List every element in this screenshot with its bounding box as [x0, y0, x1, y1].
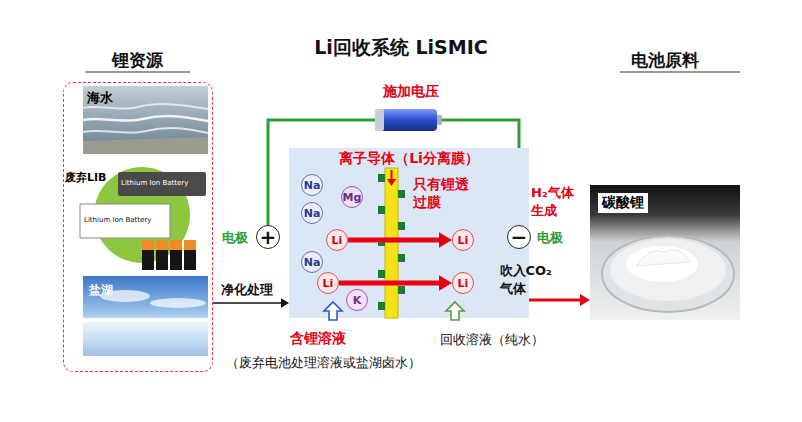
battery-cell — [156, 240, 168, 270]
connector-arrow — [213, 298, 289, 308]
node-text: 电池原料 — [580, 49, 750, 72]
node-text: 离子导体（Li分离膜） — [289, 150, 529, 168]
node-text: − — [508, 226, 530, 248]
membrane-arrow — [391, 170, 393, 180]
node-text: + — [257, 226, 279, 248]
membrane-site — [378, 206, 385, 214]
node-text: Li — [453, 230, 473, 250]
membrane-site — [378, 270, 385, 278]
membrane-site — [398, 254, 405, 262]
membrane-site — [378, 302, 385, 310]
li-membrane — [385, 168, 398, 318]
node-text: 盐湖 — [89, 282, 113, 299]
node-text: Na — [302, 175, 322, 195]
connector-line — [213, 302, 283, 304]
photo-lithium-carbonate: 电池原料碳酸锂 — [590, 185, 740, 320]
edge-label: 吹入CO₂气体 — [500, 262, 558, 298]
horizon — [83, 318, 208, 322]
node-text: 锂资源 — [64, 49, 211, 72]
heading-underline — [620, 71, 740, 72]
heading-underline — [85, 71, 190, 72]
connector-line — [339, 281, 443, 286]
sea-wave — [83, 116, 208, 121]
annotation-label: 电极 — [537, 229, 563, 247]
sea-beach — [83, 137, 208, 154]
annotation-label: 回收溶液（纯水） — [440, 331, 544, 349]
ion-circle: Li — [317, 272, 339, 294]
ion-circle: Na — [301, 174, 323, 196]
node-text: Li — [318, 273, 338, 293]
node-text: Mg — [342, 187, 362, 207]
annotation-label: Lithium Ion Battery — [84, 216, 151, 224]
annotation-label: 只有锂透过膜 — [413, 176, 473, 212]
battery-box — [80, 204, 170, 238]
battery-band — [375, 109, 384, 131]
node-text: Li — [327, 230, 347, 250]
arrow-head — [580, 294, 590, 306]
cloud — [150, 298, 206, 308]
sea-photo — [83, 86, 208, 154]
ion-circle: Mg — [341, 186, 363, 208]
sea-wave — [83, 128, 208, 133]
annotation-label: 施加电压 — [383, 83, 439, 101]
battery-cell-band — [184, 240, 196, 250]
electrode-plus: + — [256, 225, 280, 249]
connector-line — [529, 299, 583, 302]
battery-pack — [118, 172, 206, 196]
battery-cell — [184, 240, 196, 270]
carbonate-photo — [590, 185, 740, 320]
photo-seawater: 海水 — [84, 87, 209, 155]
node-text: 碳酸锂 — [598, 193, 648, 213]
ion-circle: Li — [452, 272, 474, 294]
carbonate-powder — [626, 246, 698, 282]
petri-dish — [602, 236, 734, 312]
membrane-arrow-head — [387, 179, 396, 186]
membrane-site — [398, 286, 405, 294]
node-text: 海水 — [87, 89, 113, 107]
annotation-label: （废弃电池处理溶液或盐湖卤水） — [226, 354, 421, 372]
membrane-site — [378, 174, 385, 182]
ion-circle: Na — [301, 202, 323, 224]
battery-cell — [170, 240, 182, 270]
petri-dish-inner — [610, 239, 726, 301]
membrane-site — [398, 190, 405, 198]
ion-circle: Li — [452, 229, 474, 251]
ion-circle: Li — [326, 229, 348, 251]
electrode-minus: − — [507, 225, 531, 249]
source-group: 锂资源海水废弃LIB盐湖 — [63, 82, 213, 372]
node-text: Na — [302, 252, 322, 272]
carbonate-powder — [636, 250, 690, 266]
annotation-label: 含锂溶液 — [290, 330, 346, 348]
ion-circle: K — [346, 289, 368, 311]
annotation-label: H₂气体生成 — [531, 184, 581, 220]
annotation-label: Lithium Ion Battery — [121, 179, 188, 187]
battery-terminal — [437, 115, 442, 125]
battery-symbol — [375, 109, 437, 131]
connector-line — [348, 238, 443, 243]
connector-arrow — [529, 294, 590, 306]
salt-lake-photo — [83, 276, 208, 356]
electrolysis-cell: 离子导体（Li分离膜）NaNaMgLiLiNaLiKLi — [289, 148, 529, 318]
battery-cell-band — [156, 240, 168, 250]
node-text: K — [347, 290, 367, 310]
annotation-label: 电极 — [222, 229, 248, 247]
battery-cell-band — [170, 240, 182, 250]
edge-label: 净化处理 — [221, 281, 273, 299]
node-text: 废弃LIB — [65, 170, 107, 185]
membrane-site — [398, 222, 405, 230]
battery-cell — [142, 240, 154, 270]
node-text: Li — [453, 273, 473, 293]
ion-circle: Na — [301, 251, 323, 273]
node-text: Na — [302, 203, 322, 223]
photo-salt-lake: 盐湖 — [84, 277, 209, 357]
title-text: Li回收系统 LiSMIC — [0, 35, 802, 61]
battery-cell-band — [142, 240, 154, 250]
arrow-head — [281, 298, 289, 308]
